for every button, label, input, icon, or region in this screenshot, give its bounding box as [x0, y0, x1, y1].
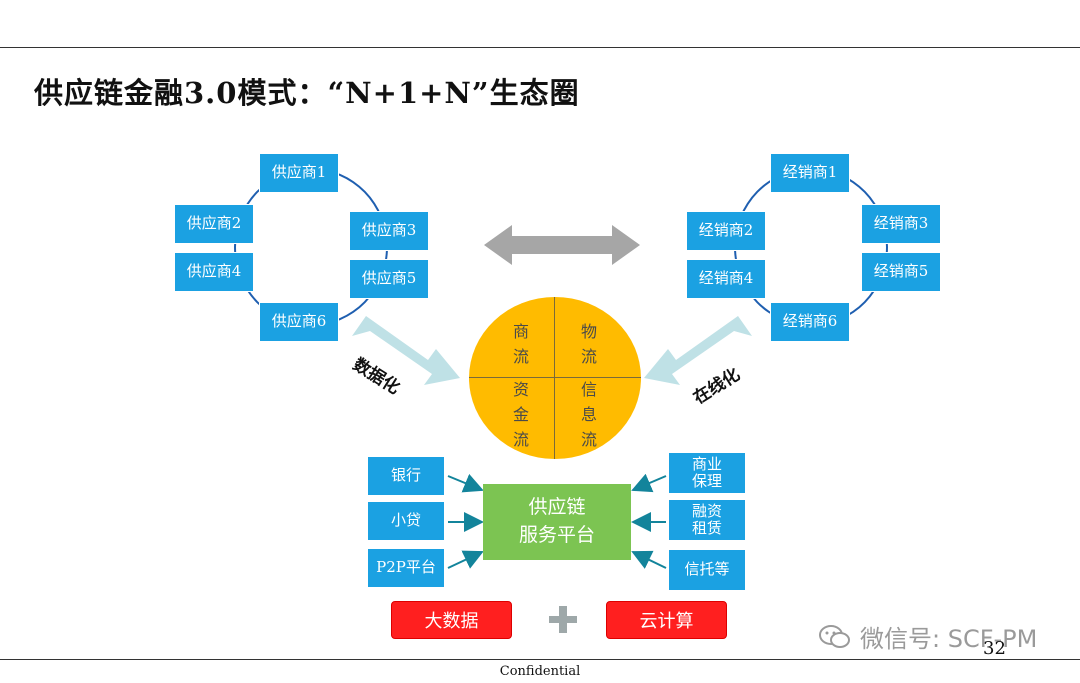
leasing-line1: 融资	[691, 501, 722, 520]
watermark-text: 微信号: SCF-PM	[860, 625, 1038, 653]
slide-title: 供应链金融3.0模式：“N+1+N”生态圈	[34, 76, 580, 110]
flow-circle: 商流 物流 资金流 信息流	[469, 297, 641, 459]
left-big-arrow	[352, 316, 460, 385]
service-platform: 供应链 服务平台	[483, 484, 631, 560]
supplier-3: 供应商3	[349, 211, 429, 251]
trust-box: 信托等	[668, 549, 746, 591]
factoring-line1: 商业	[691, 454, 722, 473]
microloan-box: 小贷	[367, 501, 445, 541]
top-rule	[0, 47, 1080, 48]
connector-bank	[447, 473, 484, 493]
connector-factoring	[631, 473, 667, 493]
supplier-5: 供应商5	[349, 259, 429, 299]
double-arrow	[484, 225, 640, 265]
connector-p2p	[447, 550, 484, 569]
platform-line1: 供应链	[528, 496, 586, 519]
flow-logistics: 物流	[580, 322, 597, 366]
distributor-3: 经销商3	[861, 204, 941, 244]
distributor-1: 经销商1	[770, 153, 850, 193]
footer-confidential: Confidential	[499, 664, 581, 679]
flow-information: 信息流	[580, 380, 597, 449]
plus-vertical	[559, 606, 567, 633]
supplier-6: 供应商6	[259, 302, 339, 342]
flow-commerce: 商流	[512, 322, 529, 366]
big-data-label: 大数据	[391, 601, 512, 639]
cloud-computing-label: 云计算	[606, 601, 727, 639]
circle-vertical-divider	[554, 297, 555, 459]
distributor-2: 经销商2	[686, 211, 766, 251]
flow-capital: 资金流	[512, 380, 529, 449]
platform-line2: 服务平台	[518, 524, 595, 546]
bottom-rule	[0, 659, 1080, 660]
circle-horizontal-divider	[469, 377, 641, 378]
distributor-4: 经销商4	[686, 259, 766, 299]
leasing-line2: 租赁	[691, 519, 722, 537]
watermark: 微信号: SCF-PM	[818, 619, 1037, 654]
supplier-2: 供应商2	[174, 204, 254, 244]
distributor-5: 经销商5	[861, 252, 941, 292]
page-number: 32	[983, 638, 1006, 659]
distributor-6: 经销商6	[770, 302, 850, 342]
factoring-box: 商业 保理	[668, 452, 746, 494]
p2p-box: P2P平台	[367, 548, 445, 588]
wechat-icon	[819, 624, 850, 648]
supplier-4: 供应商4	[174, 252, 254, 292]
bank-box: 银行	[367, 456, 445, 496]
connector-trust	[631, 550, 667, 569]
right-big-arrow	[644, 316, 752, 385]
supplier-1: 供应商1	[259, 153, 339, 193]
factoring-line2: 保理	[691, 472, 722, 490]
leasing-box: 融资 租赁	[668, 499, 746, 541]
